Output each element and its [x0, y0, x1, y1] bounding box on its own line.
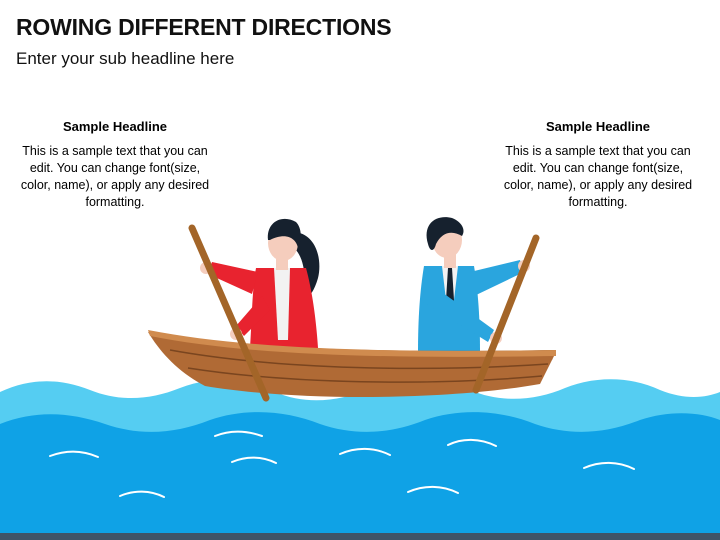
- wave-line: [447, 438, 497, 447]
- right-text-block: Sample Headline This is a sample text th…: [498, 118, 698, 211]
- woman-right-arm: [236, 296, 270, 336]
- water-front: [0, 412, 720, 540]
- wave-line: [583, 461, 635, 470]
- left-headline: Sample Headline: [62, 119, 168, 134]
- man-left-arm: [470, 260, 524, 296]
- woman-rower: [200, 218, 320, 348]
- wave-line: [231, 456, 277, 464]
- woman-oar: [188, 224, 270, 402]
- wave-line: [119, 490, 165, 498]
- wave-highlights: [49, 430, 635, 498]
- man-right-arm: [420, 282, 494, 342]
- woman-ponytail: [296, 232, 320, 299]
- left-body-text: This is a sample text that you can edit.…: [20, 144, 210, 209]
- boat-rim: [148, 330, 556, 357]
- rowing-boat: [148, 330, 556, 398]
- woman-left-arm: [208, 262, 258, 294]
- woman-hair: [267, 218, 301, 248]
- slide-subtitle: Enter your sub headline here: [16, 49, 235, 68]
- man-hair: [426, 217, 464, 250]
- slide-title: ROWING DIFFERENT DIRECTIONS: [16, 14, 392, 40]
- right-body-text: This is a sample text that you can edit.…: [503, 144, 693, 209]
- wave-line: [339, 447, 391, 456]
- footer-bar: [0, 533, 720, 540]
- boat-plank-line: [187, 367, 543, 383]
- left-text-block: Sample Headline This is a sample text th…: [15, 118, 215, 211]
- boat-plank-line: [169, 349, 549, 370]
- woman-shirt: [274, 268, 290, 340]
- oars: [188, 224, 540, 402]
- man-tie: [446, 268, 454, 306]
- wave-line: [407, 485, 459, 494]
- wave-line: [214, 430, 263, 437]
- man-oar: [472, 234, 540, 394]
- man-rower: [418, 217, 530, 352]
- wave-line: [49, 450, 99, 458]
- right-headline: Sample Headline: [545, 119, 651, 134]
